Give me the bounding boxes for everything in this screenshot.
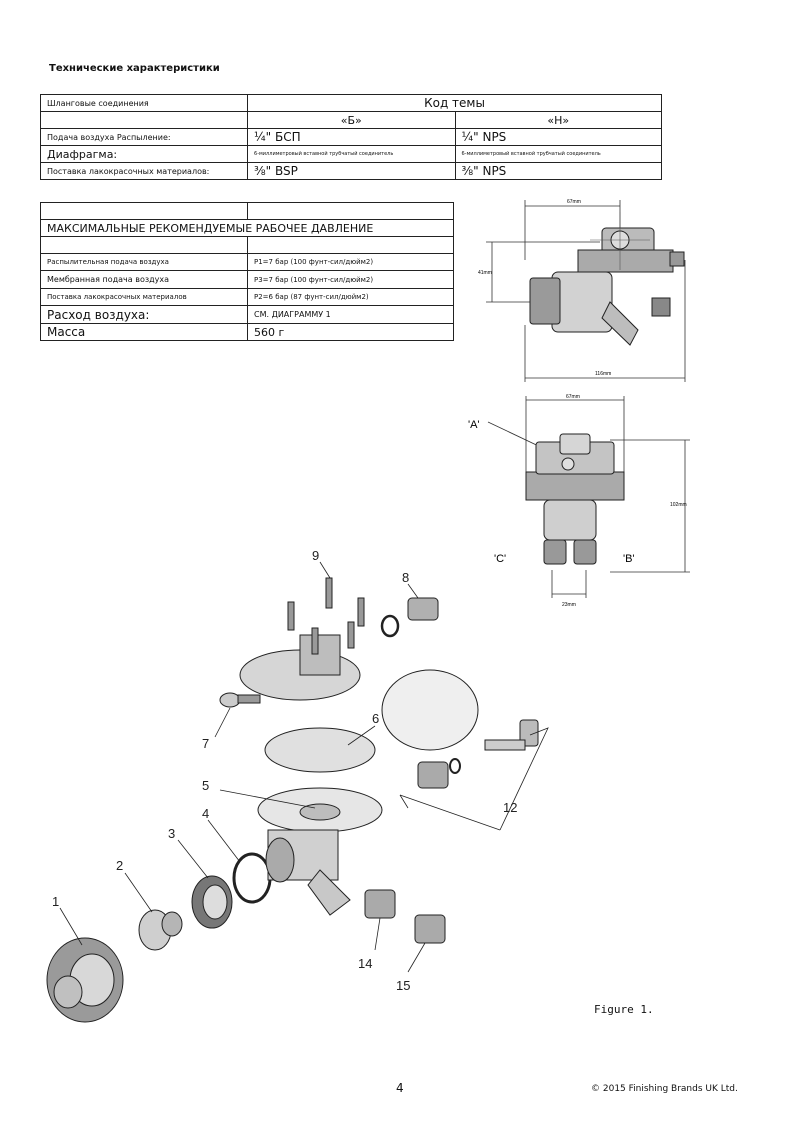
label-a: 'A' bbox=[468, 419, 480, 431]
table-row bbox=[40, 236, 454, 254]
part-label-3: 3 bbox=[168, 826, 175, 841]
empty-cell bbox=[247, 202, 454, 220]
table-row: Масса 560 г bbox=[40, 323, 454, 341]
value-b: 6-миллиметровый вставной трубчатый соеди… bbox=[247, 145, 456, 163]
row-label: Подача воздуха Распыление: bbox=[39, 128, 249, 146]
part-label-5: 5 bbox=[202, 778, 209, 793]
value-n: ¼" NPS bbox=[454, 128, 662, 146]
part-label-14: 14 bbox=[358, 956, 372, 971]
copyright-text: © 2015 Finishing Brands UK Ltd. bbox=[591, 1084, 738, 1094]
part-label-8: 8 bbox=[402, 570, 409, 585]
label-c: 'C' bbox=[494, 553, 506, 565]
exploded-view-drawing: 1 2 3 4 5 6 7 8 9 12 14 15 bbox=[46, 548, 549, 1023]
hose-connections-label: Шланговые соединения bbox=[39, 94, 249, 112]
part-label-4: 4 bbox=[202, 806, 209, 821]
table-row: Мембранная подача воздуха P3=7 бар (100 … bbox=[40, 270, 454, 289]
row-label: Диафрагма: bbox=[39, 145, 249, 163]
part-label-6: 6 bbox=[372, 711, 379, 726]
part-label-7: 7 bbox=[202, 736, 209, 751]
empty-cell bbox=[40, 236, 248, 254]
part-label-1: 1 bbox=[52, 894, 59, 909]
page-title: Технические характеристики bbox=[49, 63, 220, 74]
figure-label: Figure 1. bbox=[594, 1003, 654, 1016]
empty-cell bbox=[39, 111, 249, 129]
table-row: Распылительная подача воздуха P1=7 бар (… bbox=[40, 253, 454, 271]
row-label: Распылительная подача воздуха bbox=[40, 253, 248, 271]
dim-length: 116mm bbox=[595, 371, 611, 377]
value-b: ¼" БСП bbox=[247, 128, 456, 146]
table-row: Подача воздуха Распыление: ¼" БСП ¼" NPS bbox=[39, 128, 662, 146]
table-row bbox=[40, 202, 454, 220]
label-b: 'B' bbox=[623, 553, 635, 565]
row-label: Мембранная подача воздуха bbox=[40, 270, 248, 289]
empty-cell bbox=[247, 236, 454, 254]
dim-height: 102mm bbox=[670, 502, 687, 508]
table-row: Расход воздуха: СМ. ДИАГРАММУ 1 bbox=[40, 305, 454, 324]
part-label-15: 15 bbox=[396, 978, 410, 993]
side-view-drawing: 67mm 41mm 116mm bbox=[478, 199, 686, 382]
row-label: Поставка лакокрасочных материалов bbox=[40, 288, 248, 306]
empty-cell bbox=[40, 202, 248, 220]
table-row: Диафрагма: 6-миллиметровый вставной труб… bbox=[39, 145, 662, 163]
connections-table: Шланговые соединения Код темы «Б» «Н» По… bbox=[39, 94, 662, 180]
page-number: 4 bbox=[396, 1081, 404, 1095]
pressure-heading: МАКСИМАЛЬНЫЕ РЕКОМЕНДУЕМЫЕ РАБОЧЕЕ ДАВЛЕ… bbox=[40, 219, 454, 237]
dim-width: 67mm bbox=[566, 394, 580, 400]
dim-width: 67mm bbox=[567, 199, 581, 205]
value-n: ⅜" NPS bbox=[454, 162, 662, 180]
table-row: Поставка лакокрасочных материалов P2=6 б… bbox=[40, 288, 454, 306]
row-value: P3=7 бар (100 фунт-сил/дюйм2) bbox=[247, 270, 454, 289]
part-label-12: 12 bbox=[503, 800, 517, 815]
value-b: ⅜" BSP bbox=[247, 162, 456, 180]
row-value: P1=7 бар (100 фунт-сил/дюйм2) bbox=[247, 253, 454, 271]
dim-port: 23mm bbox=[562, 602, 576, 608]
part-label-2: 2 bbox=[116, 858, 123, 873]
value-n: 6-миллиметровый вставной трубчатый соеди… bbox=[454, 145, 662, 163]
thread-code-header: Код темы bbox=[247, 94, 662, 112]
column-header-n: «Н» bbox=[454, 111, 662, 129]
table-row: Поставка лакокрасочных материалов: ⅜" BS… bbox=[39, 162, 662, 180]
row-value: P2=6 бар (87 фунт-сил/дюйм2) bbox=[247, 288, 454, 306]
row-label: Поставка лакокрасочных материалов: bbox=[39, 162, 249, 180]
front-view-drawing: 'A' 'C' 'B' 67mm 102mm 23mm bbox=[468, 394, 690, 608]
table-row: «Б» «Н» bbox=[39, 111, 662, 129]
table-row: МАКСИМАЛЬНЫЕ РЕКОМЕНДУЕМЫЕ РАБОЧЕЕ ДАВЛЕ… bbox=[40, 219, 454, 237]
table-row: Шланговые соединения Код темы bbox=[39, 94, 662, 112]
row-label: Масса bbox=[40, 323, 248, 341]
pressure-table: МАКСИМАЛЬНЫЕ РЕКОМЕНДУЕМЫЕ РАБОЧЕЕ ДАВЛЕ… bbox=[40, 202, 454, 341]
row-value: СМ. ДИАГРАММУ 1 bbox=[247, 305, 454, 324]
part-label-9: 9 bbox=[312, 548, 319, 563]
row-value: 560 г bbox=[247, 323, 454, 341]
column-header-b: «Б» bbox=[247, 111, 456, 129]
row-label: Расход воздуха: bbox=[40, 305, 248, 324]
dim-height: 41mm bbox=[478, 270, 492, 276]
